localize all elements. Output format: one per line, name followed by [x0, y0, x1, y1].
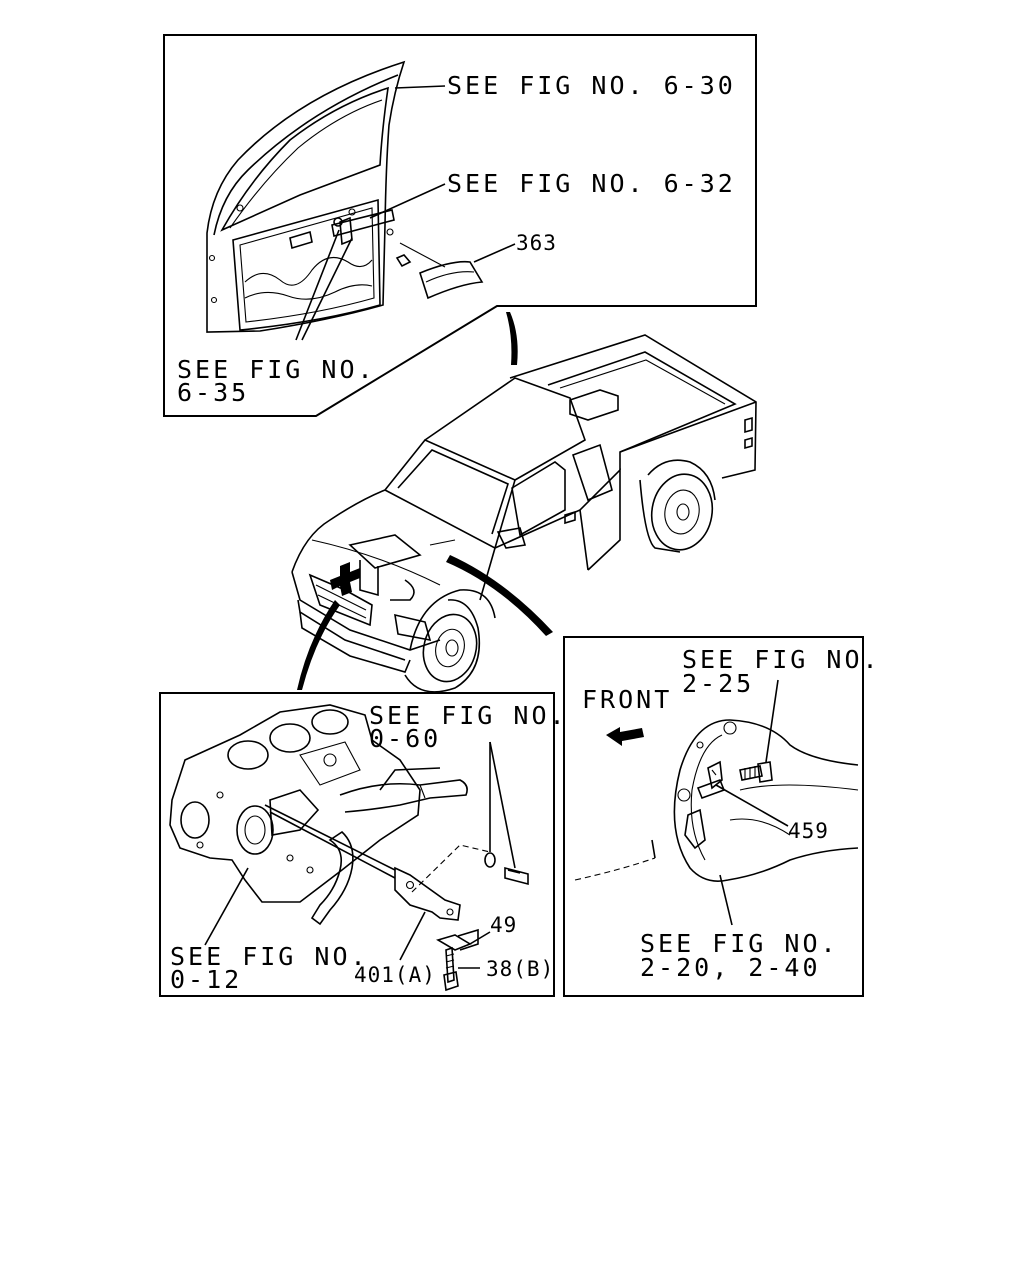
transmission-panel: SEE FIG NO. 2-25 FRONT 459 SEE FIG NO. 2…: [563, 636, 881, 997]
transmission-illustration: [574, 679, 859, 926]
ref-label-6-32: SEE FIG NO. 6-32: [447, 169, 736, 198]
ref-label-2-25-line1: SEE FIG NO.: [682, 645, 881, 674]
door-illustration: [206, 60, 516, 341]
part-number-49: 49: [490, 913, 517, 937]
ref-label-6-35-line2: 6-35: [177, 378, 249, 407]
ref-label-2-20-line1: SEE FIG NO.: [640, 929, 839, 958]
front-arrow-icon: [606, 727, 644, 746]
callout-arrow-engine: [297, 600, 340, 690]
engine-panel: SEE FIG NO. 0-60 49 SEE FIG NO. 0-12 401…: [159, 692, 568, 997]
ref-label-0-60-line2: 0-60: [369, 724, 441, 753]
ref-label-0-12-line2: 0-12: [170, 965, 242, 994]
part-number-401a: 401(A): [354, 963, 436, 987]
door-panel: SEE FIG NO. 6-30 SEE FIG NO. 6-32 363 SE…: [163, 34, 757, 417]
ref-label-2-25-line2: 2-25: [682, 669, 754, 698]
callout-arrow-transmission: [446, 555, 553, 636]
ref-label-2-20-line2: 2-20, 2-40: [640, 953, 821, 982]
transmission-panel-frame: [563, 636, 864, 997]
engine-panel-frame: [159, 692, 555, 997]
part-number-363: 363: [516, 231, 557, 255]
truck-illustration: [291, 312, 757, 693]
ref-label-6-30: SEE FIG NO. 6-30: [447, 71, 736, 100]
ref-label-6-35-line1: SEE FIG NO.: [177, 355, 376, 384]
engine-illustration: [169, 704, 529, 992]
callout-arrow-door: [506, 312, 518, 365]
part-number-38b: 38(B): [486, 957, 554, 981]
ref-label-0-60-line1: SEE FIG NO.: [369, 701, 568, 730]
ref-label-0-12-line1: SEE FIG NO.: [170, 942, 369, 971]
part-number-459: 459: [788, 819, 829, 843]
front-label: FRONT: [582, 685, 672, 714]
